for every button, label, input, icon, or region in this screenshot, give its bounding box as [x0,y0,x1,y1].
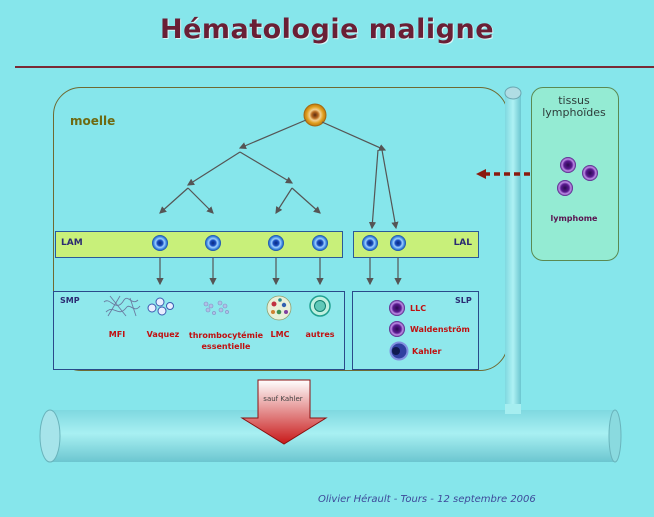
smp-label: SMP [60,296,80,305]
lal-label: LAL [453,238,472,248]
blast-cell-icon [362,235,378,251]
title-rule [15,66,654,68]
tree-arrows [156,119,402,286]
slide-title: Hématologie maligne [159,14,495,45]
red-cells-icon [147,297,174,316]
lam-band: LAM [55,231,343,258]
blast-cell-icon [390,235,406,251]
smp-box [53,291,345,370]
fibrosis-icon [103,295,141,317]
blast-cell-icon [268,235,284,251]
slp-label: SLP [455,296,472,305]
slp-item-waldenstrom: Waldenström [410,325,470,334]
slp-item-llc: LLC [410,304,427,313]
blast-cell-icon [152,235,168,251]
blast-cell-icon [205,235,221,251]
lal-band: LAL [353,231,479,258]
lymphocyte-icon [389,300,405,316]
tissus-box [531,87,619,261]
smp-item-autres: autres [305,330,335,339]
smp-item-thrombocytemie: thrombocytémie essentielle [188,331,264,351]
smp-item-mfi: MFI [108,330,126,339]
vessel-horizontal [50,410,615,462]
slp-box [352,291,479,370]
exit-arrow-icon [240,379,328,445]
stem-cell-icon [303,103,327,127]
tissus-label: tissus lymphoïdes [542,94,606,119]
moelle-label: moelle [70,114,116,128]
lymphocyte-icon [389,321,405,337]
lmc-cells-icon [266,295,292,321]
exit-arrow-label: sauf Kahler [263,395,303,403]
platelets-icon [203,300,229,315]
smp-item-vaquez: Vaquez [146,330,180,339]
lam-label: LAM [61,238,83,248]
slp-item-kahler: Kahler [412,347,442,356]
lymphome-label: lymphome [550,214,598,223]
other-cell-icon [309,295,331,317]
blast-cell-icon [312,235,328,251]
smp-item-lmc: LMC [270,330,290,339]
footer-credit: Olivier Hérault - Tours - 12 septembre 2… [318,494,536,505]
